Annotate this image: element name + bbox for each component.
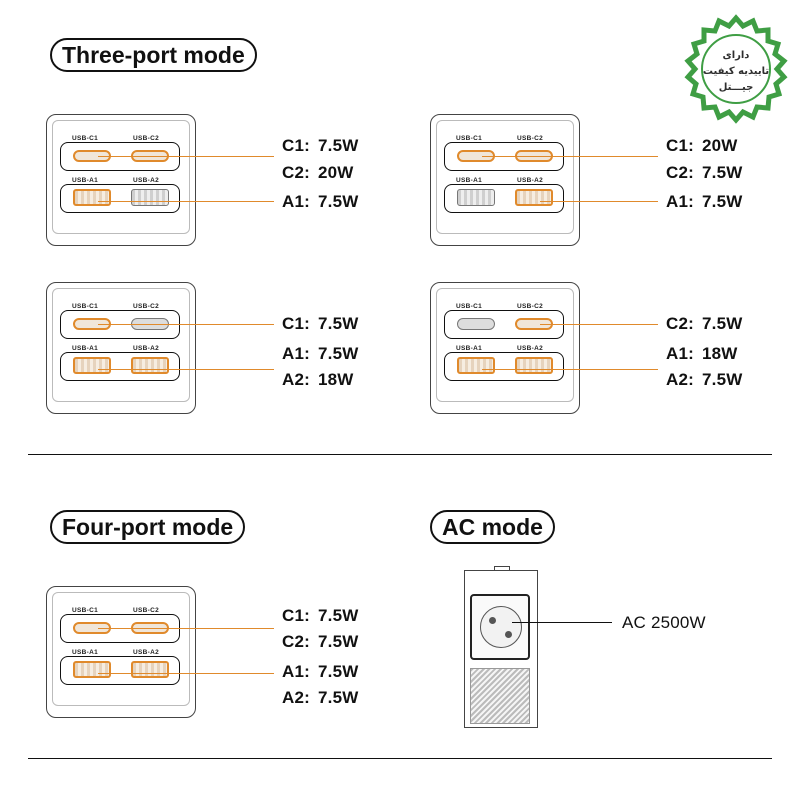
power-value: A1:7.5W — [666, 192, 743, 211]
section-title-three-port: Three-port mode — [50, 38, 257, 72]
svg-text:تاییدیه کیفیت: تاییدیه کیفیت — [703, 66, 769, 77]
usb-a2-port — [131, 661, 169, 678]
usb-a2-port — [131, 357, 169, 374]
power-value: C2:20W — [282, 163, 354, 182]
power-value: A1:7.5W — [282, 662, 359, 681]
section-title-ac: AC mode — [430, 510, 555, 544]
ac-socket-module — [464, 566, 538, 728]
power-value: A1:7.5W — [282, 344, 359, 363]
power-value: C1:7.5W — [282, 136, 359, 155]
usb-c1-port — [457, 318, 495, 330]
power-value: A2:7.5W — [666, 370, 743, 389]
power-value: A1:18W — [666, 344, 738, 363]
usb-a2-port — [515, 189, 553, 206]
usb-a1-port — [73, 357, 111, 374]
section-title-four-port: Four-port mode — [50, 510, 246, 544]
power-value: A1:7.5W — [282, 192, 359, 211]
svg-text:دارای: دارای — [723, 50, 750, 61]
usb-a2-port — [131, 189, 169, 206]
power-value: C2:7.5W — [282, 632, 359, 651]
ac-outlet — [470, 594, 530, 660]
power-value: C1:7.5W — [282, 314, 359, 333]
power-value: A2:7.5W — [282, 688, 359, 707]
usb-a2-port — [515, 357, 553, 374]
usb-a1-port — [457, 189, 495, 206]
power-value: C1:20W — [666, 136, 738, 155]
quality-seal: دارای تاییدیه کیفیت جیـــتل — [680, 14, 792, 126]
usb-a1-port — [457, 357, 495, 374]
divider — [28, 454, 772, 455]
power-value: C2:7.5W — [666, 314, 743, 333]
ac-power-value: AC 2500W — [622, 613, 706, 632]
usb-a1-port — [73, 661, 111, 678]
power-value: C2:7.5W — [666, 163, 743, 182]
usb-a1-port — [73, 189, 111, 206]
vent-grille — [470, 668, 530, 724]
power-value: A2:18W — [282, 370, 354, 389]
svg-text:جیـــتل: جیـــتل — [719, 82, 754, 93]
power-value: C1:7.5W — [282, 606, 359, 625]
divider — [28, 758, 772, 759]
